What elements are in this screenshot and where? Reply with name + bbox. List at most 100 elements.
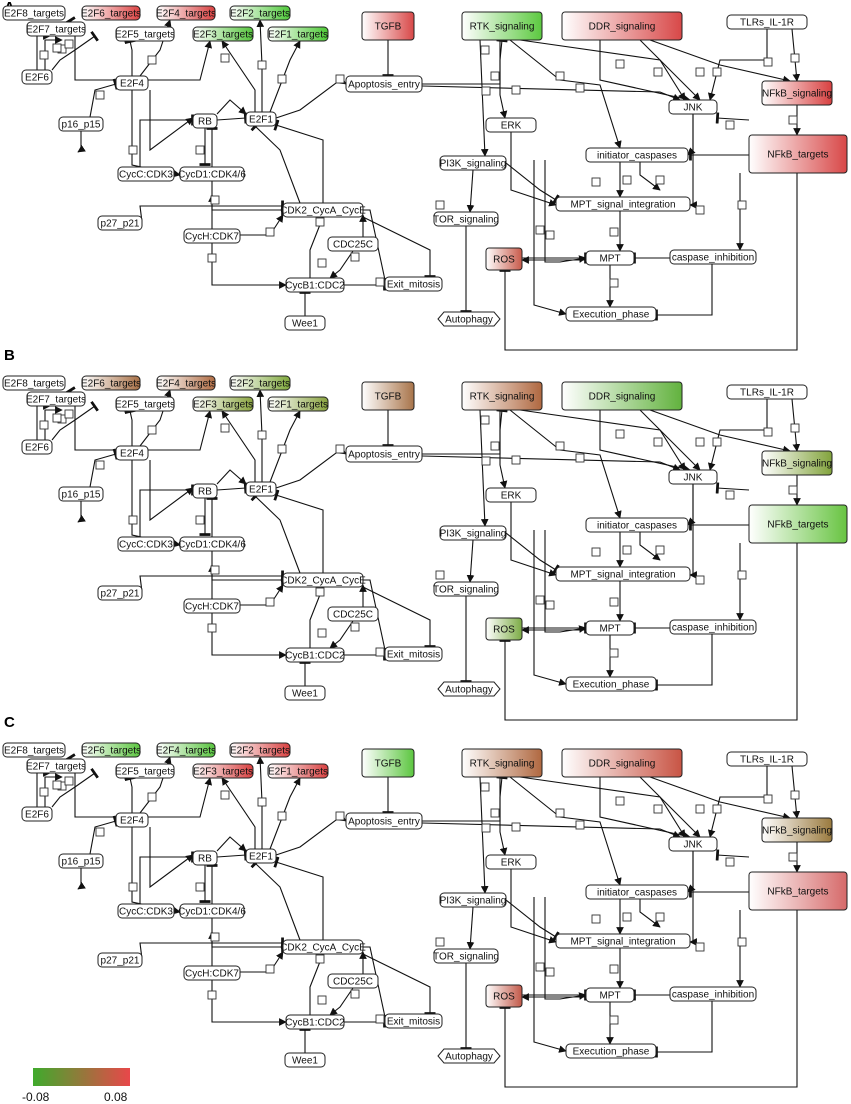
node-label: E2F3_targets (193, 30, 253, 41)
node-box (561, 11, 683, 41)
activation-edge (510, 132, 557, 207)
node-label: ROS (493, 992, 515, 1003)
activation-edge (649, 776, 791, 821)
logic-gate (788, 115, 798, 125)
node-box (437, 681, 501, 697)
logic-gate (350, 989, 360, 999)
activation-edge (479, 39, 489, 157)
node-box (669, 619, 757, 635)
inhibition-edge (505, 532, 560, 576)
activation-edge (421, 85, 681, 102)
node-box (485, 117, 537, 133)
logic-gate (435, 200, 445, 210)
node-label: p16_p15 (62, 857, 101, 868)
activation-edge (499, 777, 508, 856)
node-box (327, 236, 379, 252)
node-label: NFkB_signaling (762, 826, 832, 837)
logic-gate (317, 258, 327, 268)
logic-gate (591, 177, 601, 187)
inhibition-edge (362, 586, 436, 648)
node-box (669, 986, 757, 1002)
node-label: CycB1:CDC2 (285, 651, 345, 662)
node-box (115, 812, 149, 828)
node-label: PI3K_signaling (440, 529, 507, 540)
node-box (485, 617, 523, 641)
activation-edge (509, 776, 622, 886)
logic-gate (737, 200, 747, 210)
node-box (179, 536, 245, 552)
node-box (669, 249, 757, 265)
node-box (565, 1043, 657, 1059)
activation-edge (211, 243, 287, 289)
node-label: Wee1 (292, 1056, 318, 1067)
logic-gate (790, 53, 800, 63)
activation-edge (707, 29, 768, 101)
inhibition-edge (139, 937, 284, 960)
node-box (361, 748, 415, 778)
logic-gate (435, 570, 445, 580)
logic-gate (481, 823, 491, 833)
activation-edge (275, 813, 347, 856)
logic-gate (52, 43, 62, 53)
activation-edge (707, 766, 768, 838)
activation-edge (599, 40, 691, 103)
activation-edge (149, 90, 194, 152)
inhibition-edge (505, 162, 560, 206)
inhibition-edge (655, 634, 713, 691)
logic-gate (545, 967, 555, 977)
node-label: CDK2_CycA_CycE (280, 576, 366, 587)
logic-gate (195, 145, 205, 155)
node-box (585, 147, 689, 163)
node-label: Autophagy (445, 1052, 493, 1063)
node-label: TOR_signaling (433, 952, 499, 963)
logic-gate (655, 545, 665, 555)
activation-edge (221, 410, 256, 482)
logic-gate (317, 628, 327, 638)
logic-gate (128, 882, 138, 892)
logic-gate (210, 932, 220, 942)
node-label: Exit_mitosis (387, 280, 440, 291)
activation-edge (509, 39, 622, 149)
logic-gate (695, 942, 705, 952)
logic-gate (763, 794, 773, 804)
node-box (461, 748, 543, 778)
logic-gate (545, 230, 555, 240)
inhibition-edge (139, 114, 194, 167)
node-label: CDK2_CycA_CycE (280, 943, 366, 954)
node-box (183, 228, 241, 244)
activation-edge (216, 836, 247, 852)
activation-edge (329, 250, 354, 279)
logic-gate (790, 790, 800, 800)
node-label: CycH:CDK7 (185, 602, 239, 613)
node-label: E2F6_targets (81, 746, 141, 757)
node-label: RB (198, 854, 212, 865)
activation-edge (639, 776, 701, 838)
node-box (485, 247, 523, 271)
node-label: CycB1:CDC2 (285, 281, 345, 292)
logic-gate (95, 827, 105, 837)
node-box (433, 581, 499, 597)
node-label: ROS (493, 625, 515, 636)
logic-gate (210, 195, 220, 205)
logic-gate (788, 852, 798, 862)
node-label: JNK (684, 473, 703, 484)
activation-edge (639, 409, 701, 471)
node-label: E2F4 (120, 449, 144, 460)
node-box (267, 396, 329, 412)
node-label: RTK_signaling (470, 22, 535, 33)
activation-edge (148, 410, 213, 451)
activation-edge (689, 851, 697, 946)
node-label: ERK (501, 858, 522, 869)
node-label: E2F2_targets (230, 746, 290, 757)
node-label: Exit_mitosis (387, 1017, 440, 1028)
node-box (585, 250, 635, 266)
node-label: E2F8_targets (4, 379, 64, 390)
inhibition-edge (250, 858, 301, 941)
node-box (565, 676, 657, 692)
node-label: E2F7_targets (26, 25, 86, 36)
node-label: CycD1:CDK4/6 (178, 170, 246, 181)
inhibition-edge (216, 112, 248, 124)
node-label: CDC25C (333, 977, 373, 988)
logic-gate (481, 456, 491, 466)
inhibition-edge (715, 482, 750, 494)
